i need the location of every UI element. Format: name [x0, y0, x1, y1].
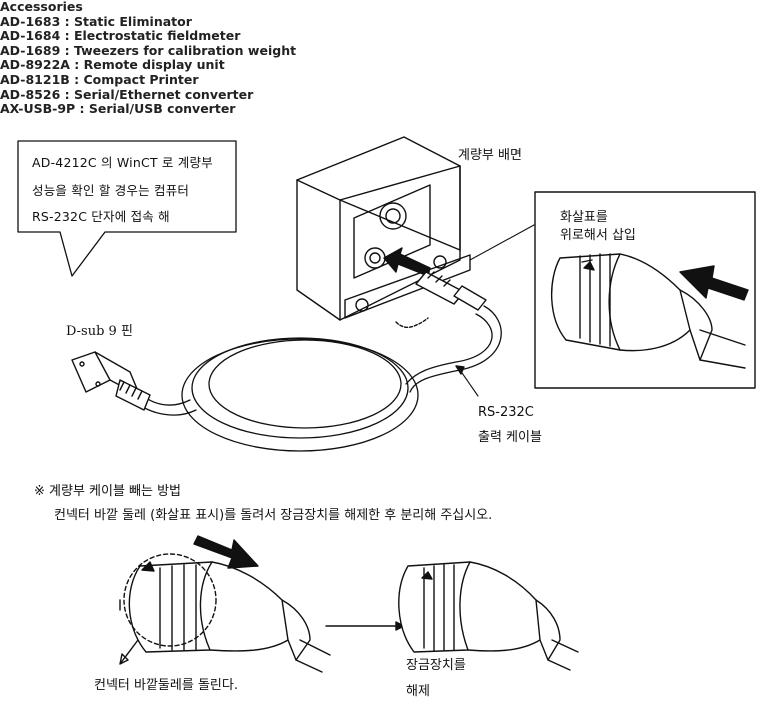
callout-line-1: AD-4212C 의 WinCT 로 계량부 [32, 155, 213, 170]
callout-line-3: RS-232C 단자에 접속 해 [32, 209, 170, 224]
callout-bubble [17, 140, 237, 277]
insert-arrow-small [383, 247, 431, 277]
accessories-heading: Accessories [0, 0, 83, 14]
release-caption-line-1: 장금장치를 [406, 658, 466, 673]
rs232c-label-line-1: RS-232C [478, 405, 534, 420]
removal-arrow-large [193, 535, 259, 569]
insert-instruction-line-2: 위로해서 삽입 [560, 228, 636, 243]
accessory-item: AD-8121B : Compact Printer [0, 71, 199, 87]
accessories-list: Accessories AD-1683 : Static Eliminator … [0, 0, 296, 117]
removal-title: ※ 계량부 케이블 빼는 방법 [34, 484, 182, 499]
insertion-inset [534, 191, 756, 389]
accessory-item: AD-1683 : Static Eliminator [0, 13, 192, 29]
removal-figure-rotate [119, 553, 331, 673]
rotate-caption: 컨넥터 바깥둘레를 돌린다. [94, 678, 238, 693]
rs232c-label-line-2: 출력 케이블 [478, 430, 542, 445]
accessory-item: AD-8526 : Serial/Ethernet converter [0, 86, 254, 102]
cable-coil [135, 305, 502, 452]
rotate-caption-pointer [119, 639, 139, 665]
accessory-item: AD-1689 : Tweezers for calibration weigh… [0, 42, 297, 58]
accessory-item: AD-8922A : Remote display unit [0, 57, 225, 73]
rs232c-connector [415, 271, 487, 311]
release-caption-line-2: 해제 [406, 684, 430, 699]
insert-instruction-line-1: 화살표를 [560, 210, 608, 225]
removal-figure-released [398, 561, 579, 671]
accessory-item: AX-USB-9P : Serial/USB converter [0, 101, 236, 117]
dsub-connector [71, 351, 151, 411]
rear-view-label: 계량부 배면 [458, 148, 522, 163]
dsub-label: D-sub 9 핀 [66, 324, 133, 339]
accessory-item: AD-1684 : Electrostatic fieldmeter [0, 28, 241, 44]
removal-description: 컨넥터 바깥 둘레 (화살표 표시)를 돌려서 장금장치를 해제한 후 분리해 … [54, 508, 493, 523]
callout-line-2: 성능을 확인 할 경우는 컴퓨터 [32, 183, 190, 198]
insert-arrow-large [679, 265, 749, 301]
